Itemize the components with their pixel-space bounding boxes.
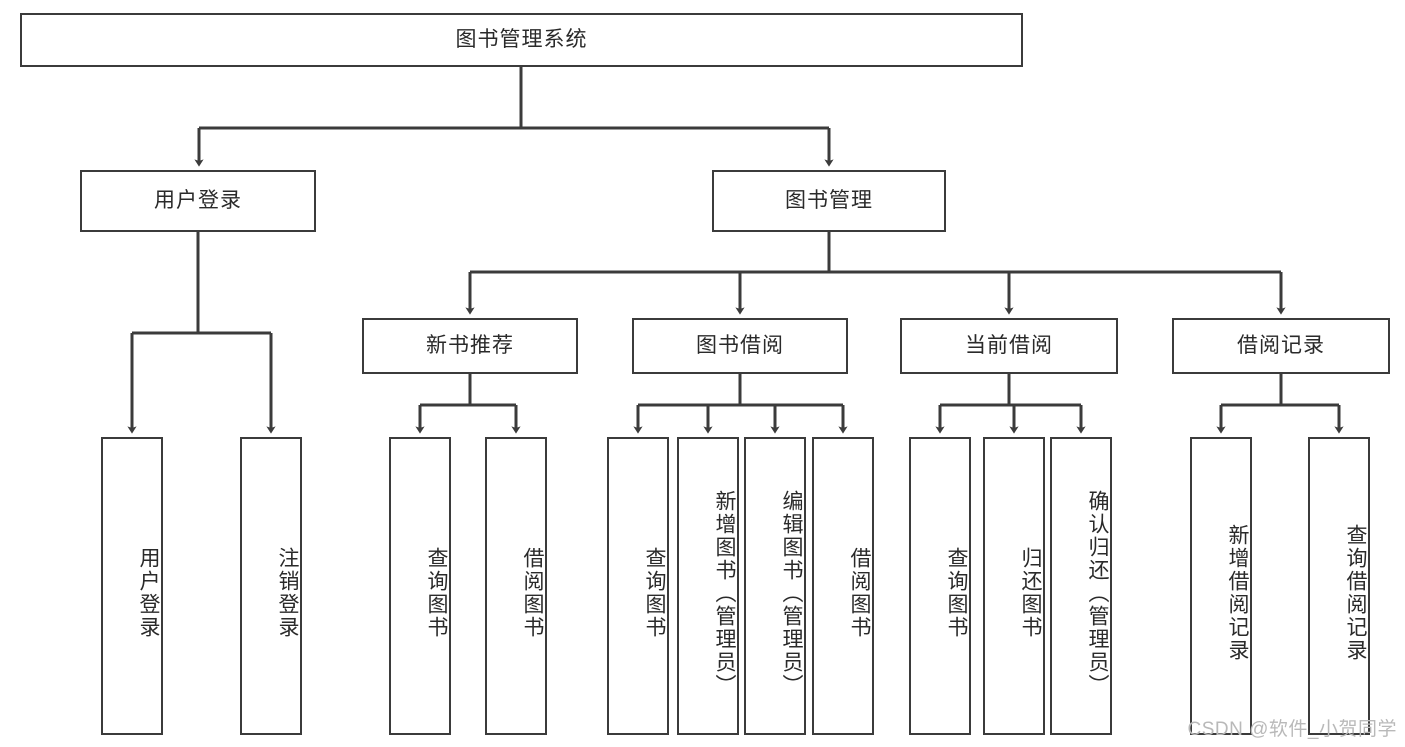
node-leaf-query-record[interactable]: 查询借阅记录 [1308, 437, 1370, 735]
node-leaf-query-book-3-label: 查询图书 [945, 547, 968, 639]
node-user-login-label: 用户登录 [154, 189, 242, 213]
node-leaf-user-logout-label: 注销登录 [276, 547, 299, 639]
node-leaf-add-record-label: 新增借阅记录 [1226, 524, 1249, 662]
node-leaf-query-book-1-label: 查询图书 [425, 547, 448, 639]
watermark: CSDN @软件_小贺同学 [1187, 719, 1397, 740]
node-user-login[interactable]: 用户登录 [80, 170, 316, 232]
node-leaf-query-record-label: 查询借阅记录 [1344, 524, 1367, 662]
node-borrow-record-label: 借阅记录 [1237, 334, 1325, 358]
node-leaf-user-login-label: 用户登录 [137, 547, 160, 639]
node-root-label: 图书管理系统 [455, 28, 588, 52]
node-leaf-borrow-book-2[interactable]: 借阅图书 [812, 437, 874, 735]
node-book-borrow[interactable]: 图书借阅 [632, 318, 848, 374]
node-root[interactable]: 图书管理系统 [20, 13, 1023, 67]
node-leaf-return-book[interactable]: 归还图书 [983, 437, 1045, 735]
node-leaf-query-book-2-label: 查询图书 [643, 547, 666, 639]
node-book-manage[interactable]: 图书管理 [712, 170, 946, 232]
node-borrow-record[interactable]: 借阅记录 [1172, 318, 1390, 374]
node-leaf-borrow-book-1[interactable]: 借阅图书 [485, 437, 547, 735]
node-leaf-query-book-3[interactable]: 查询图书 [909, 437, 971, 735]
node-current-borrow-label: 当前借阅 [965, 334, 1053, 358]
node-leaf-query-book-1[interactable]: 查询图书 [389, 437, 451, 735]
node-leaf-borrow-book-1-label: 借阅图书 [521, 547, 544, 639]
node-leaf-return-book-label: 归还图书 [1019, 547, 1042, 639]
node-leaf-confirm-return[interactable]: 确认归还（管理员） [1050, 437, 1112, 735]
node-book-borrow-label: 图书借阅 [696, 334, 784, 358]
node-leaf-confirm-return-label: 确认归还（管理员） [1086, 489, 1109, 697]
node-leaf-query-book-2[interactable]: 查询图书 [607, 437, 669, 735]
node-leaf-add-book[interactable]: 新增图书（管理员） [677, 437, 739, 735]
node-leaf-user-logout[interactable]: 注销登录 [240, 437, 302, 735]
node-new-book-rec[interactable]: 新书推荐 [362, 318, 578, 374]
node-current-borrow[interactable]: 当前借阅 [900, 318, 1118, 374]
node-leaf-add-record[interactable]: 新增借阅记录 [1190, 437, 1252, 735]
node-new-book-rec-label: 新书推荐 [426, 334, 514, 358]
node-leaf-user-login[interactable]: 用户登录 [101, 437, 163, 735]
node-leaf-edit-book[interactable]: 编辑图书（管理员） [744, 437, 806, 735]
node-leaf-edit-book-label: 编辑图书（管理员） [780, 489, 803, 697]
node-leaf-add-book-label: 新增图书（管理员） [713, 489, 736, 697]
node-leaf-borrow-book-2-label: 借阅图书 [848, 547, 871, 639]
node-book-manage-label: 图书管理 [785, 189, 873, 213]
